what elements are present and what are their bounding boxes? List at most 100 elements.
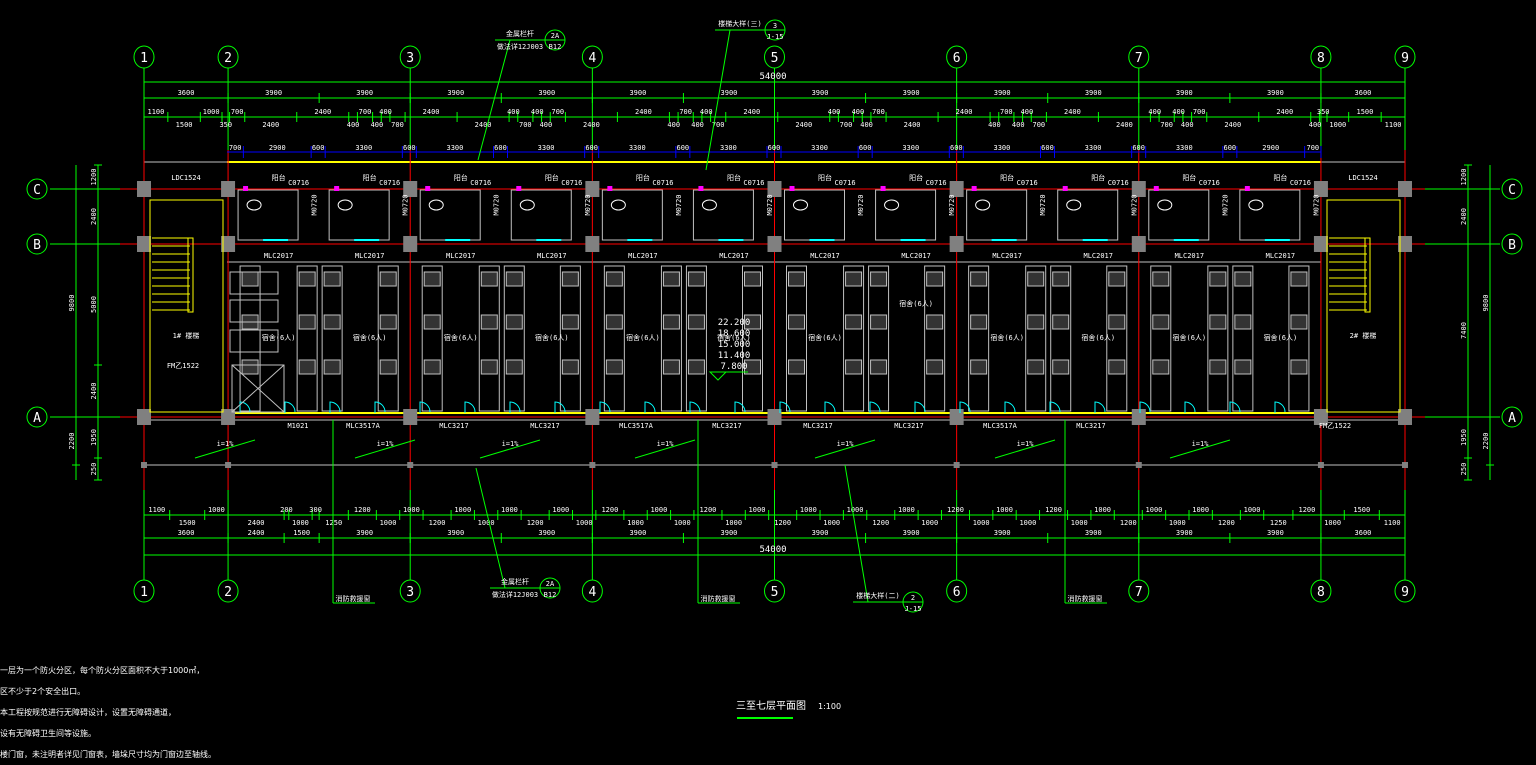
bed [505,359,523,375]
toilet-icon [337,199,353,211]
dimension-value: 1000 [403,506,420,514]
dorm-room-label: 宿舍(6人) [1081,333,1115,342]
window-dimension: 700 [229,144,242,152]
dimension-value: 3900 [721,89,738,97]
door-code: M0720 [1130,194,1138,215]
dimension-value: 2400 [475,121,492,129]
structural-column [137,181,151,197]
detail-index-bubble [544,29,566,51]
door-code: MLC2017 [1175,252,1205,260]
scale-text: 1:100 [818,702,842,711]
slope-label: i=1% [1192,440,1210,448]
door-code: M0720 [402,194,410,215]
structural-column [767,409,782,425]
bed [870,314,888,330]
dorm-room-label: 宿舍(6人) [262,333,296,342]
dorm-room-label: 宿舍(6人) [444,333,478,342]
door-swing [1229,401,1241,413]
dimension-value: 400 [379,108,392,116]
axis-bubble [581,579,603,603]
wardrobe-bed-column [1207,265,1229,412]
structural-column [949,181,964,197]
structural-column [1398,409,1412,425]
axis-label: 6 [953,585,961,600]
slope-label: i=1% [837,440,855,448]
dimension-value: 2400 [248,519,265,527]
bathroom [784,189,845,241]
door-code: MLC2017 [537,252,567,260]
bathroom [966,189,1028,241]
window-code: C0716 [743,179,764,187]
callout-leader [477,39,511,161]
dimension-value: 2400 [423,108,440,116]
bed [1152,359,1170,375]
axis-label: 3 [406,585,414,600]
bed [1052,314,1070,330]
door-swing [239,401,251,413]
vertical-dimension-value: 5000 [90,296,98,313]
bed [1209,359,1227,375]
window-code: LDC1524 [171,174,201,182]
balcony-post [141,462,147,468]
floor-drain [880,186,886,191]
balcony-post [771,462,778,468]
balcony-label: 阳台 [727,173,741,182]
callout-label: 金属栏杆 [506,29,534,38]
bed [1290,271,1308,287]
door-swing [599,401,611,413]
dimension-value: 3900 [538,529,555,537]
axis-label: 2 [224,51,232,66]
bed [845,314,863,330]
dimension-value: 700 [712,121,725,129]
dimension-value: 3900 [1267,89,1284,97]
window-dimension: 600 [1132,144,1145,152]
axis-label: 8 [1317,585,1325,600]
axis-bubble [1501,406,1523,428]
window-code: C0716 [652,179,673,187]
structural-column [1313,236,1328,252]
callout-label: 金属栏杆 [501,577,529,586]
axis-label: 6 [953,51,961,66]
dorm-room-label: 宿舍(6人) [1172,333,1206,342]
bathroom [237,189,299,241]
axis-label: 1 [140,585,148,600]
wardrobe-bed-column [603,265,625,412]
elevator-cross [231,364,285,413]
toilet-icon [884,199,900,211]
window-code: C0716 [926,179,947,187]
bed [605,359,623,375]
dimension-value: 400 [540,121,553,129]
window-code: MLC3217 [803,422,833,430]
dimension-value: 400 [828,108,841,116]
dorm-room-label: 宿舍(6人) [535,333,569,342]
structural-column [1131,409,1146,425]
note-line: 设有无障碍卫生间等设施。 [0,729,96,738]
slope-label: i=1% [377,440,395,448]
door-swing [1004,401,1016,413]
bed [845,359,863,375]
wardrobe-bed-column [1050,265,1072,412]
title-underline [737,717,793,719]
axis-bubble [217,579,239,603]
axis-label: 3 [406,51,414,66]
window-dimension: 3300 [446,144,463,152]
dimension-value: 3900 [721,529,738,537]
dimension-value: 400 [988,121,1001,129]
balcony-post [407,462,414,468]
window-code: C0716 [379,179,400,187]
window-code: MLC3217 [712,422,742,430]
dimension-value: 700 [840,121,853,129]
bed [605,271,623,287]
door-swing [1094,401,1106,413]
dimension-value: 2400 [904,121,921,129]
window-dimension: 3300 [993,144,1010,152]
bed [926,271,944,287]
bed [241,359,259,375]
bed [1108,359,1126,375]
door-code: MLC2017 [810,252,840,260]
window-code: C0716 [1108,179,1129,187]
bed [561,314,579,330]
axis-bubble [581,45,603,69]
structural-column [221,409,236,425]
axis-bubble [1394,45,1416,69]
